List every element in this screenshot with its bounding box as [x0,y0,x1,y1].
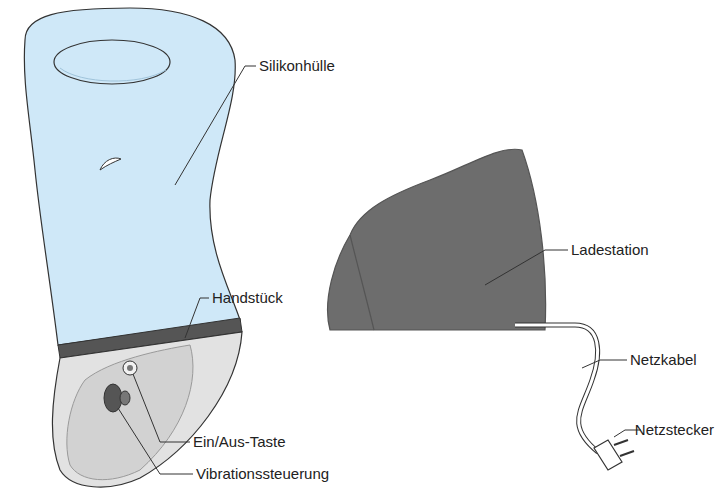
leader-line [175,66,256,185]
leader-line [485,250,568,285]
leader-line [582,360,627,368]
shell-opening-inner [60,68,166,81]
part-label: Handstück [212,289,283,307]
handpiece [52,332,242,487]
part-label: Netzkabel [630,351,697,369]
silicone-shell [24,8,240,345]
power-cable [515,325,598,452]
vibration-knob [120,391,130,405]
part-label: Vibrationssteuerung [196,465,329,483]
power-button [123,361,137,375]
vibration-wheel [104,384,122,412]
station-edge [350,235,374,330]
shell-slot [100,158,121,170]
power-button-core [127,365,133,371]
leader-line [118,408,193,474]
charging-station [328,149,546,330]
shell-opening [54,40,170,84]
part-label: Ladestation [571,241,649,259]
leader-line [133,374,190,442]
leader-lines [118,66,641,474]
plug-pins [614,440,634,456]
part-label: Netzstecker [635,421,714,439]
part-label: Silikonhülle [259,57,335,75]
handpiece-panel [67,345,193,480]
part-label: Ein/Aus-Taste [193,433,286,451]
power-cable-outline [515,325,598,452]
leader-line [185,298,209,338]
